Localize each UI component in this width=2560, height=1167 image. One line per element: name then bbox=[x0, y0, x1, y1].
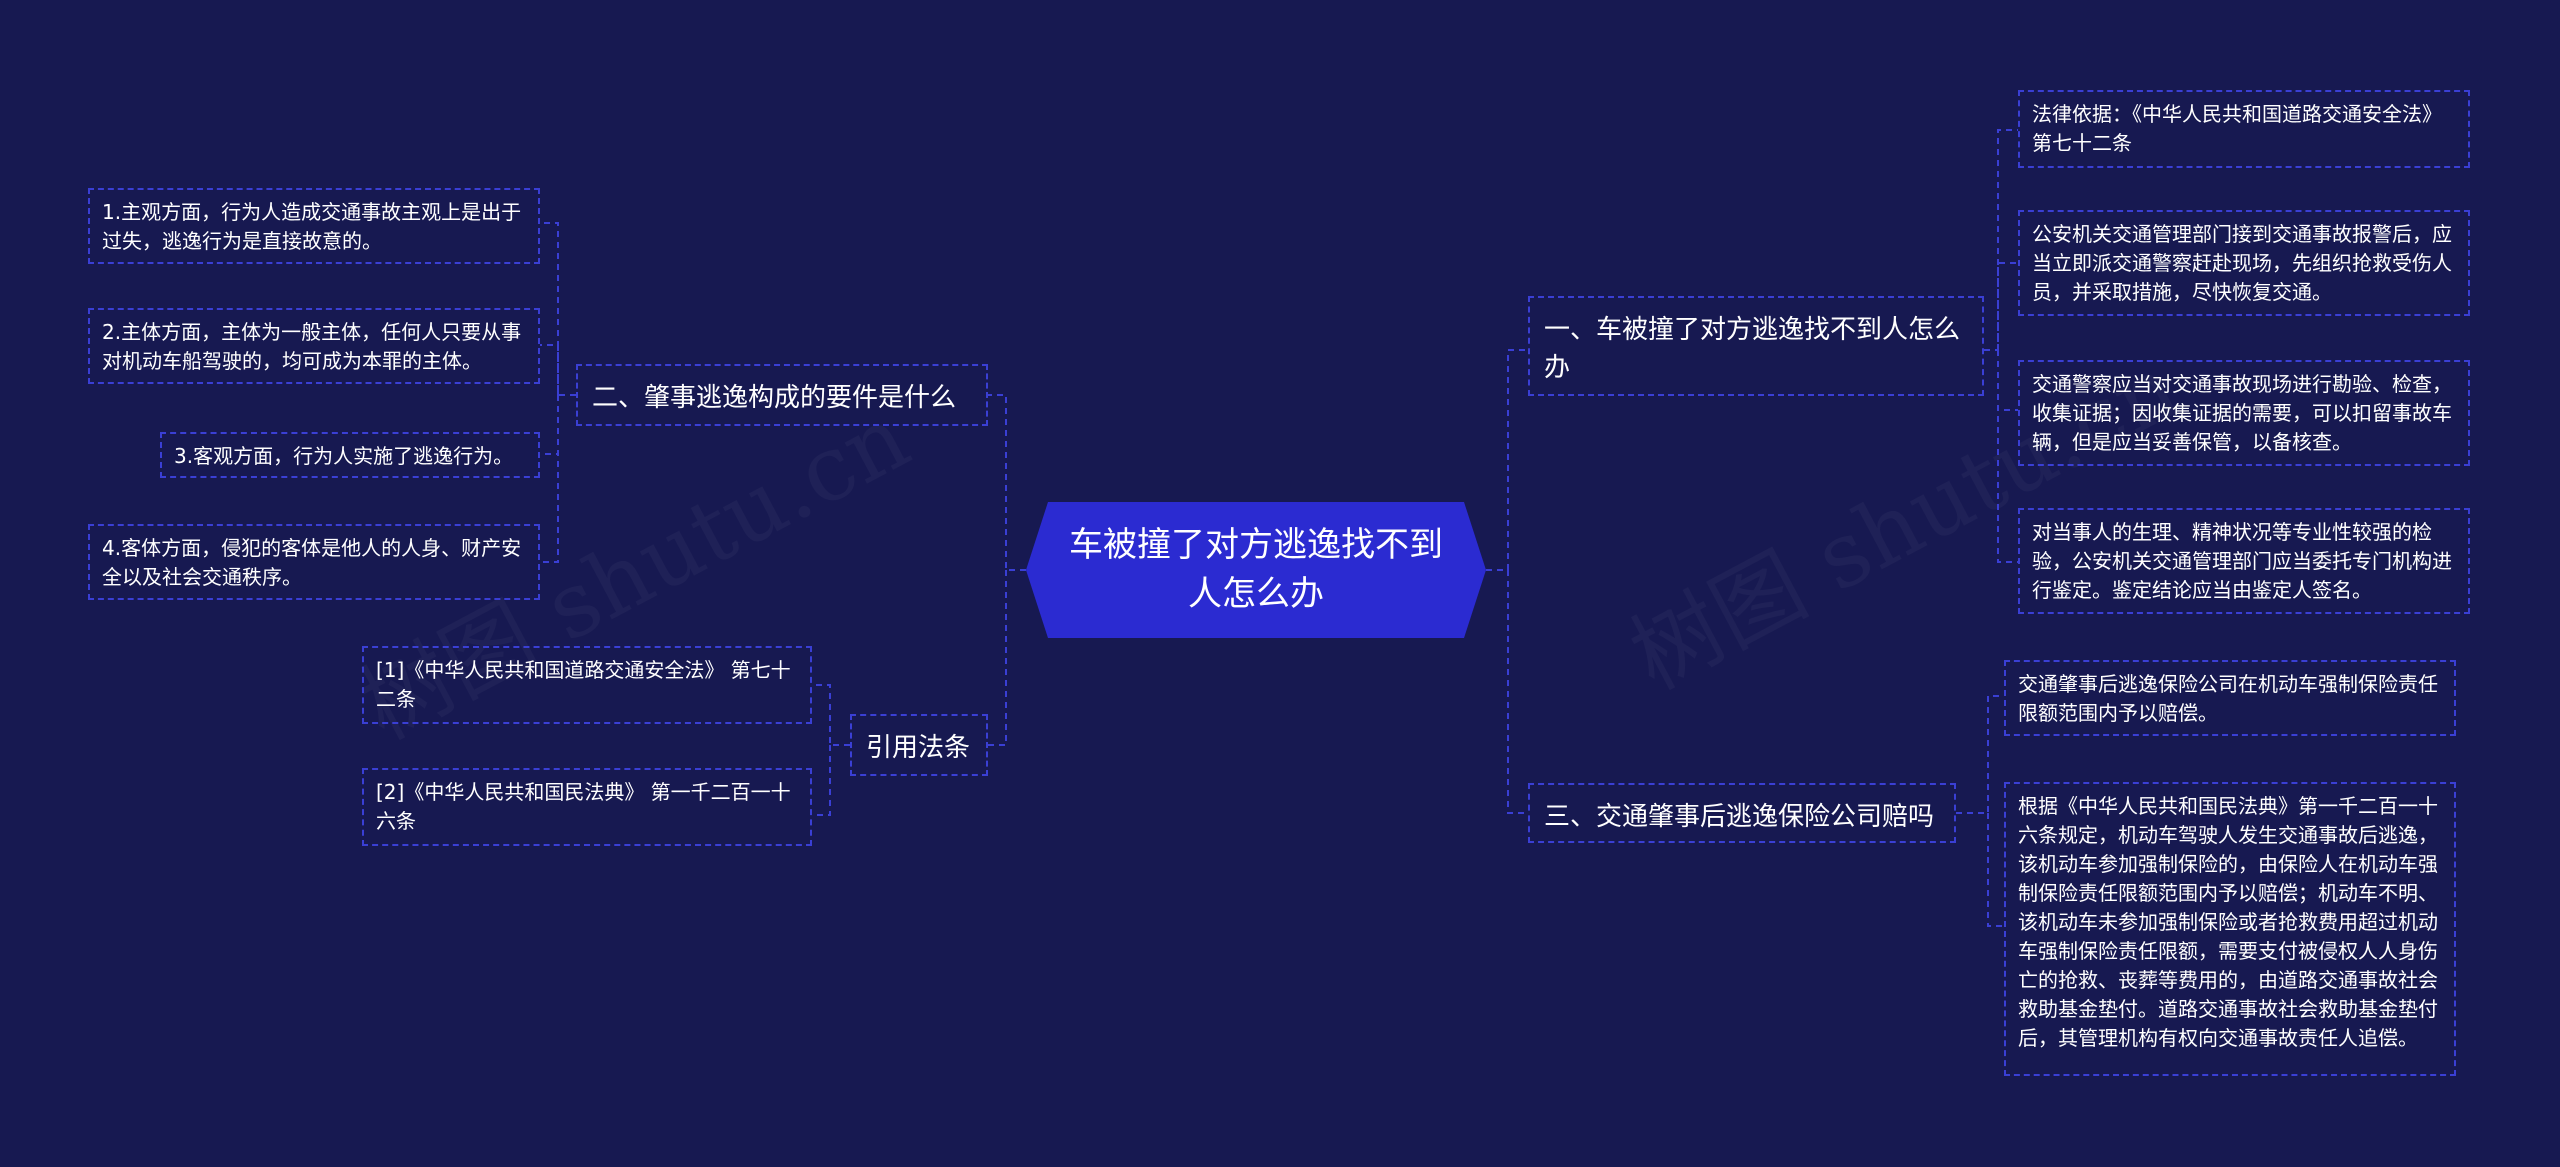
root-node[interactable]: 车被撞了对方逃逸找不到人怎么办 bbox=[1026, 502, 1486, 638]
branch-node-citations[interactable]: 引用法条 bbox=[850, 714, 988, 776]
leaf-node-expert-appraisal[interactable]: 对当事人的生理、精神状况等专业性较强的检验，公安机关交通管理部门应当委托专门机构… bbox=[2018, 508, 2470, 614]
connector-root-right bbox=[1486, 349, 1528, 814]
leaf-node-citation-traffic-law[interactable]: [1]《中华人民共和国道路交通安全法》 第七十二条 bbox=[362, 646, 812, 724]
leaf-node-subjective-aspect[interactable]: 1.主观方面，行为人造成交通事故主观上是出于过失，逃逸行为是直接故意的。 bbox=[88, 188, 540, 264]
leaf-node-objective-aspect[interactable]: 3.客观方面，行为人实施了逃逸行为。 bbox=[160, 432, 540, 478]
leaf-node-site-investigation[interactable]: 交通警察应当对交通事故现场进行勘验、检查，收集证据；因收集证据的需要，可以扣留事… bbox=[2018, 360, 2470, 466]
branch-node-constituent-elements[interactable]: 二、肇事逃逸构成的要件是什么 bbox=[576, 364, 988, 426]
leaf-node-subject-aspect[interactable]: 2.主体方面，主体为一般主体，任何人只要从事对机动车船驾驶的，均可成为本罪的主体… bbox=[88, 308, 540, 384]
leaf-node-citation-civil-code[interactable]: [2]《中华人民共和国民法典》 第一千二百一十六条 bbox=[362, 768, 812, 846]
leaf-node-civil-code-article[interactable]: 根据《中华人民共和国民法典》第一千二百一十六条规定，机动车驾驶人发生交通事故后逃… bbox=[2004, 782, 2456, 1076]
connector-branch1-children bbox=[1984, 129, 2018, 563]
leaf-node-insurance-summary[interactable]: 交通肇事后逃逸保险公司在机动车强制保险责任限额范围内予以赔偿。 bbox=[2004, 660, 2456, 736]
branch-node-insurance-compensation[interactable]: 三、交通肇事后逃逸保险公司赔吗 bbox=[1528, 783, 1956, 843]
connector-root-left bbox=[988, 394, 1026, 746]
connector-branch2-children bbox=[540, 222, 576, 563]
leaf-node-object-aspect[interactable]: 4.客体方面，侵犯的客体是他人的人身、财产安全以及社会交通秩序。 bbox=[88, 524, 540, 600]
branch-node-after-hit-and-run[interactable]: 一、车被撞了对方逃逸找不到人怎么办 bbox=[1528, 296, 1984, 396]
leaf-node-legal-basis[interactable]: 法律依据：《中华人民共和国道路交通安全法》第七十二条 bbox=[2018, 90, 2470, 168]
connector-citations-children bbox=[812, 684, 850, 816]
leaf-node-police-response[interactable]: 公安机关交通管理部门接到交通事故报警后，应当立即派交通警察赶赴现场，先组织抢救受… bbox=[2018, 210, 2470, 316]
connector-branch3-children bbox=[1956, 695, 2004, 927]
